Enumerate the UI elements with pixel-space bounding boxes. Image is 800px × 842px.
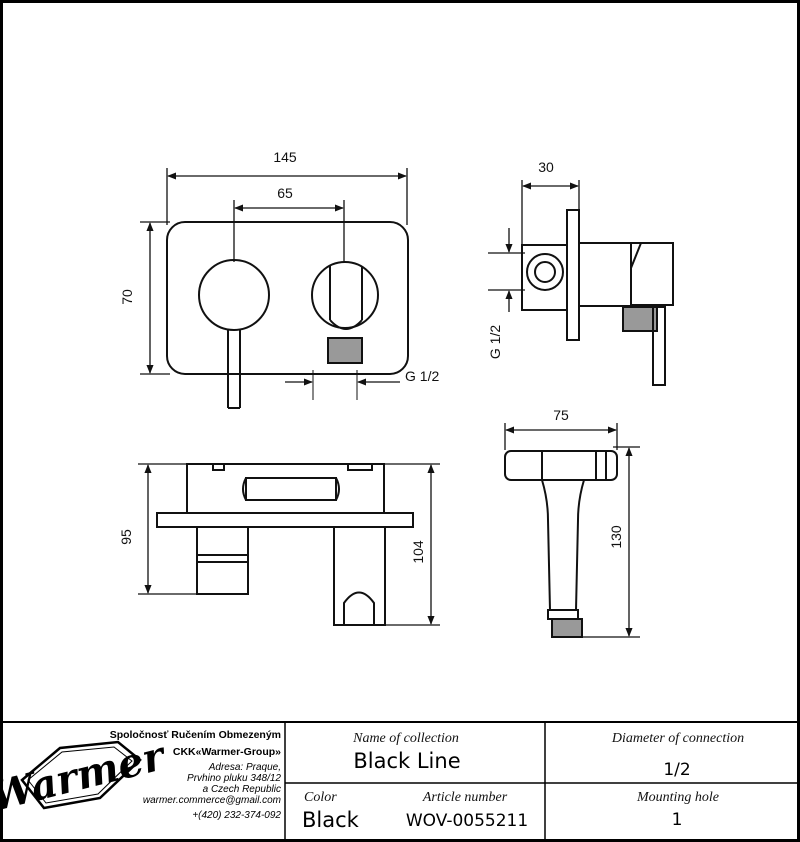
dim-shower-width: 75 — [553, 407, 569, 423]
top-valve-left — [196, 526, 249, 595]
front-dimensions — [140, 168, 408, 386]
top-view — [156, 463, 414, 626]
top-holder — [333, 526, 386, 626]
shower-dimensions — [504, 423, 640, 638]
company-address-3: a Czech Republic — [203, 784, 281, 795]
company-info: Spoločnosť Ručením Obmezeným CKK«Warmer-… — [110, 729, 282, 821]
side-body-back — [521, 244, 568, 311]
dim-front-height: 70 — [119, 289, 135, 305]
company-phone: +(420) 232-374-092 — [192, 810, 281, 821]
dim-side-depth: 30 — [538, 159, 554, 175]
front-view — [166, 221, 409, 409]
side-lever — [652, 306, 666, 386]
mounting-label: Mounting hole — [636, 790, 719, 805]
diameter-label: Diameter of connection — [611, 731, 744, 746]
dim-side-thread: G 1/2 — [487, 325, 503, 359]
dim-front-thread: G 1/2 — [405, 368, 439, 384]
shower-head — [504, 450, 618, 481]
company-name: Spoločnosť Ručením Obmezeným — [110, 729, 281, 741]
side-view — [521, 209, 674, 386]
article-label: Article number — [422, 790, 508, 805]
top-plate — [156, 512, 414, 528]
side-dimensions — [488, 180, 580, 312]
side-plate — [566, 209, 580, 341]
shower-handle — [541, 479, 585, 611]
top-dimensions — [138, 463, 440, 626]
front-plate — [166, 221, 409, 375]
dim-shower-height: 130 — [608, 525, 624, 549]
front-handle-left — [198, 259, 270, 331]
dim-top-height: 95 — [118, 529, 134, 545]
article-value: WOV-0055211 — [406, 811, 528, 831]
mounting-value: 1 — [672, 810, 683, 830]
company-group: CKK«Warmer-Group» — [173, 746, 281, 758]
dim-top-height-total: 104 — [410, 540, 426, 564]
title-block — [0, 721, 800, 842]
shower-head-view — [504, 450, 618, 638]
side-outlet — [622, 306, 658, 332]
warmer-logo: Warmer — [0, 732, 172, 821]
collection-value: Black Line — [353, 749, 460, 773]
front-outlet — [327, 337, 363, 364]
company-address-1: Adresa: Praque, — [208, 762, 281, 773]
front-handle-right — [311, 261, 379, 329]
company-email: warmer.commerce@gmail.com — [143, 795, 281, 806]
company-address-2: Prvhino pluku 348/12 — [187, 773, 281, 784]
shower-connector — [551, 618, 583, 638]
dim-front-width: 145 — [273, 149, 297, 165]
dim-front-spacing: 65 — [277, 185, 293, 201]
diameter-value: 1/2 — [663, 760, 690, 780]
collection-label: Name of collection — [352, 731, 459, 746]
color-value: Black — [302, 808, 360, 832]
color-label: Color — [304, 790, 337, 805]
